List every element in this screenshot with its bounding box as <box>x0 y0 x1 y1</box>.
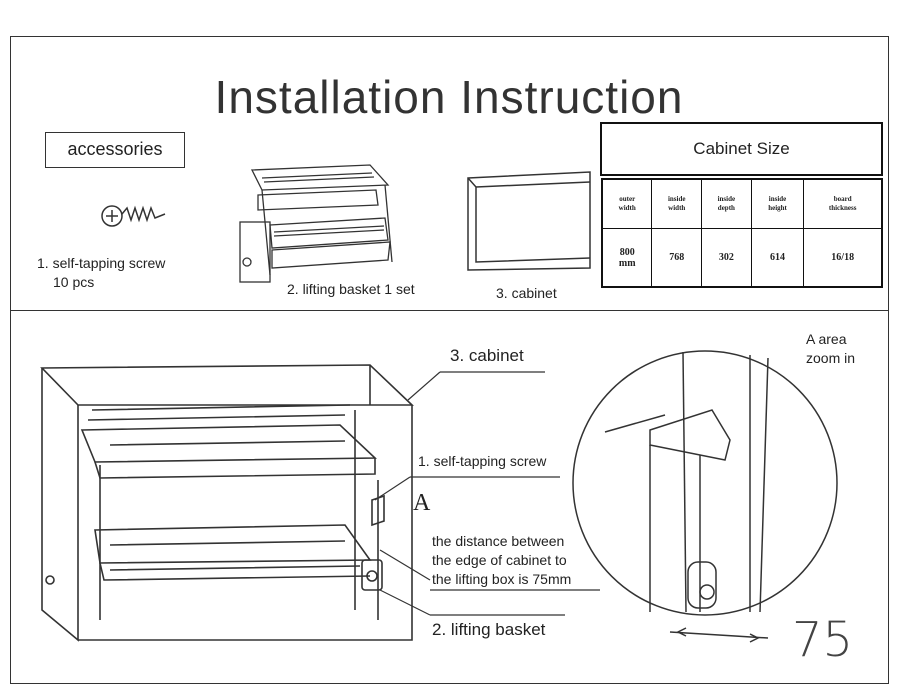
page-frame <box>10 36 889 684</box>
cabinet-illustration <box>467 171 591 271</box>
zoom-detail <box>572 350 838 643</box>
value-inside-depth: 302 <box>701 228 752 288</box>
note-line-3: the lifting box is 75mm <box>432 571 572 587</box>
note-line-2: the edge of cabinet to <box>432 552 567 568</box>
marker-a: A <box>413 490 431 516</box>
screw-icon <box>101 205 166 227</box>
dimension-75: 75 <box>792 612 854 668</box>
note-line-1: the distance between <box>432 533 565 549</box>
value-inside-height: 614 <box>750 228 805 288</box>
value-board-thickness: 16/18 <box>803 228 883 288</box>
zoom-label-2: zoom in <box>806 350 856 366</box>
section-divider <box>10 310 889 311</box>
lifting-basket-illustration <box>239 164 393 283</box>
zoom-label-1: A area <box>806 331 847 347</box>
cabinet-size-title: Cabinet Size <box>600 122 883 176</box>
screw-qty: 10 pcs <box>53 274 95 290</box>
leader-lines <box>374 371 600 616</box>
screw-label: 1. self-tapping screw <box>37 255 166 271</box>
basket-label: 2. lifting basket 1 set <box>287 281 415 297</box>
diagram-screw-label: 1. self-tapping screw <box>418 453 547 469</box>
accessories-heading: accessories <box>45 132 185 168</box>
page-title: Installation Instruction <box>214 71 684 123</box>
value-inside-width: 768 <box>651 228 703 288</box>
cabinet-diagram <box>40 364 414 642</box>
diagram-cabinet-label: 3. cabinet <box>450 346 524 365</box>
diagram-basket-label: 2. lifting basket <box>432 620 546 639</box>
cabinet-label: 3. cabinet <box>496 285 557 301</box>
